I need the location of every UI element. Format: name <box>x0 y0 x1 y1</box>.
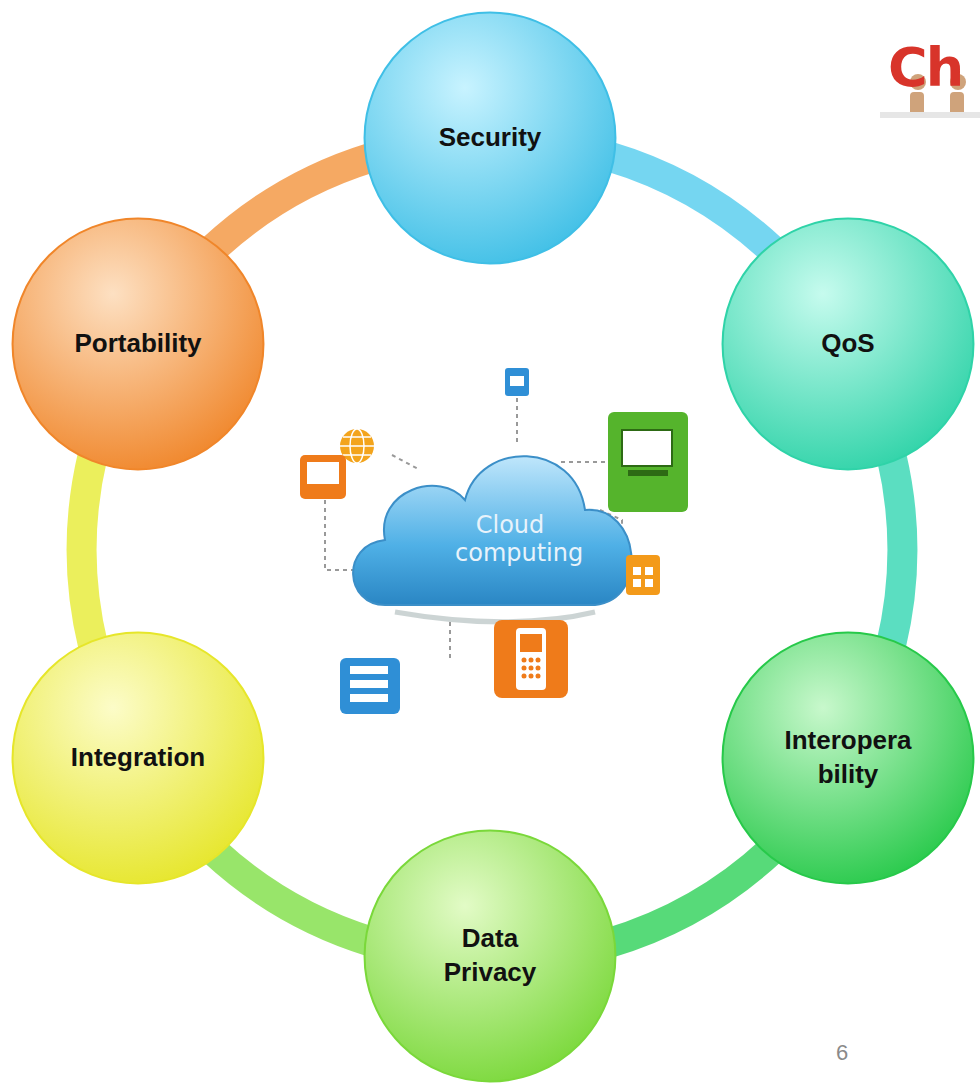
ring-arc <box>891 456 902 646</box>
ring-arc <box>82 455 94 647</box>
ring-arc <box>212 157 372 249</box>
challenge-label: Integration <box>71 741 205 775</box>
challenge-circle: Interopera bility <box>720 630 976 886</box>
ring-arc <box>214 851 372 942</box>
challenge-label: Data Privacy <box>415 922 565 990</box>
ring-arc <box>609 156 773 250</box>
challenge-circle: Data Privacy <box>362 828 618 1084</box>
challenge-label: Portability <box>74 327 201 361</box>
challenge-circle: Portability <box>10 216 266 472</box>
challenge-label: Security <box>439 121 542 155</box>
cloud-text: Cloud computing <box>455 512 565 567</box>
ring-arc <box>609 850 771 943</box>
circle-shape <box>720 630 976 886</box>
challenge-circle: Security <box>362 10 618 266</box>
circle-shape <box>362 828 618 1084</box>
challenge-label: QoS <box>821 327 874 361</box>
challenge-label: Interopera bility <box>773 724 923 792</box>
challenge-circle: QoS <box>720 216 976 472</box>
challenge-circle: Integration <box>10 630 266 886</box>
logo-letters: Ch <box>888 36 962 99</box>
page-number: 6 <box>836 1040 848 1066</box>
